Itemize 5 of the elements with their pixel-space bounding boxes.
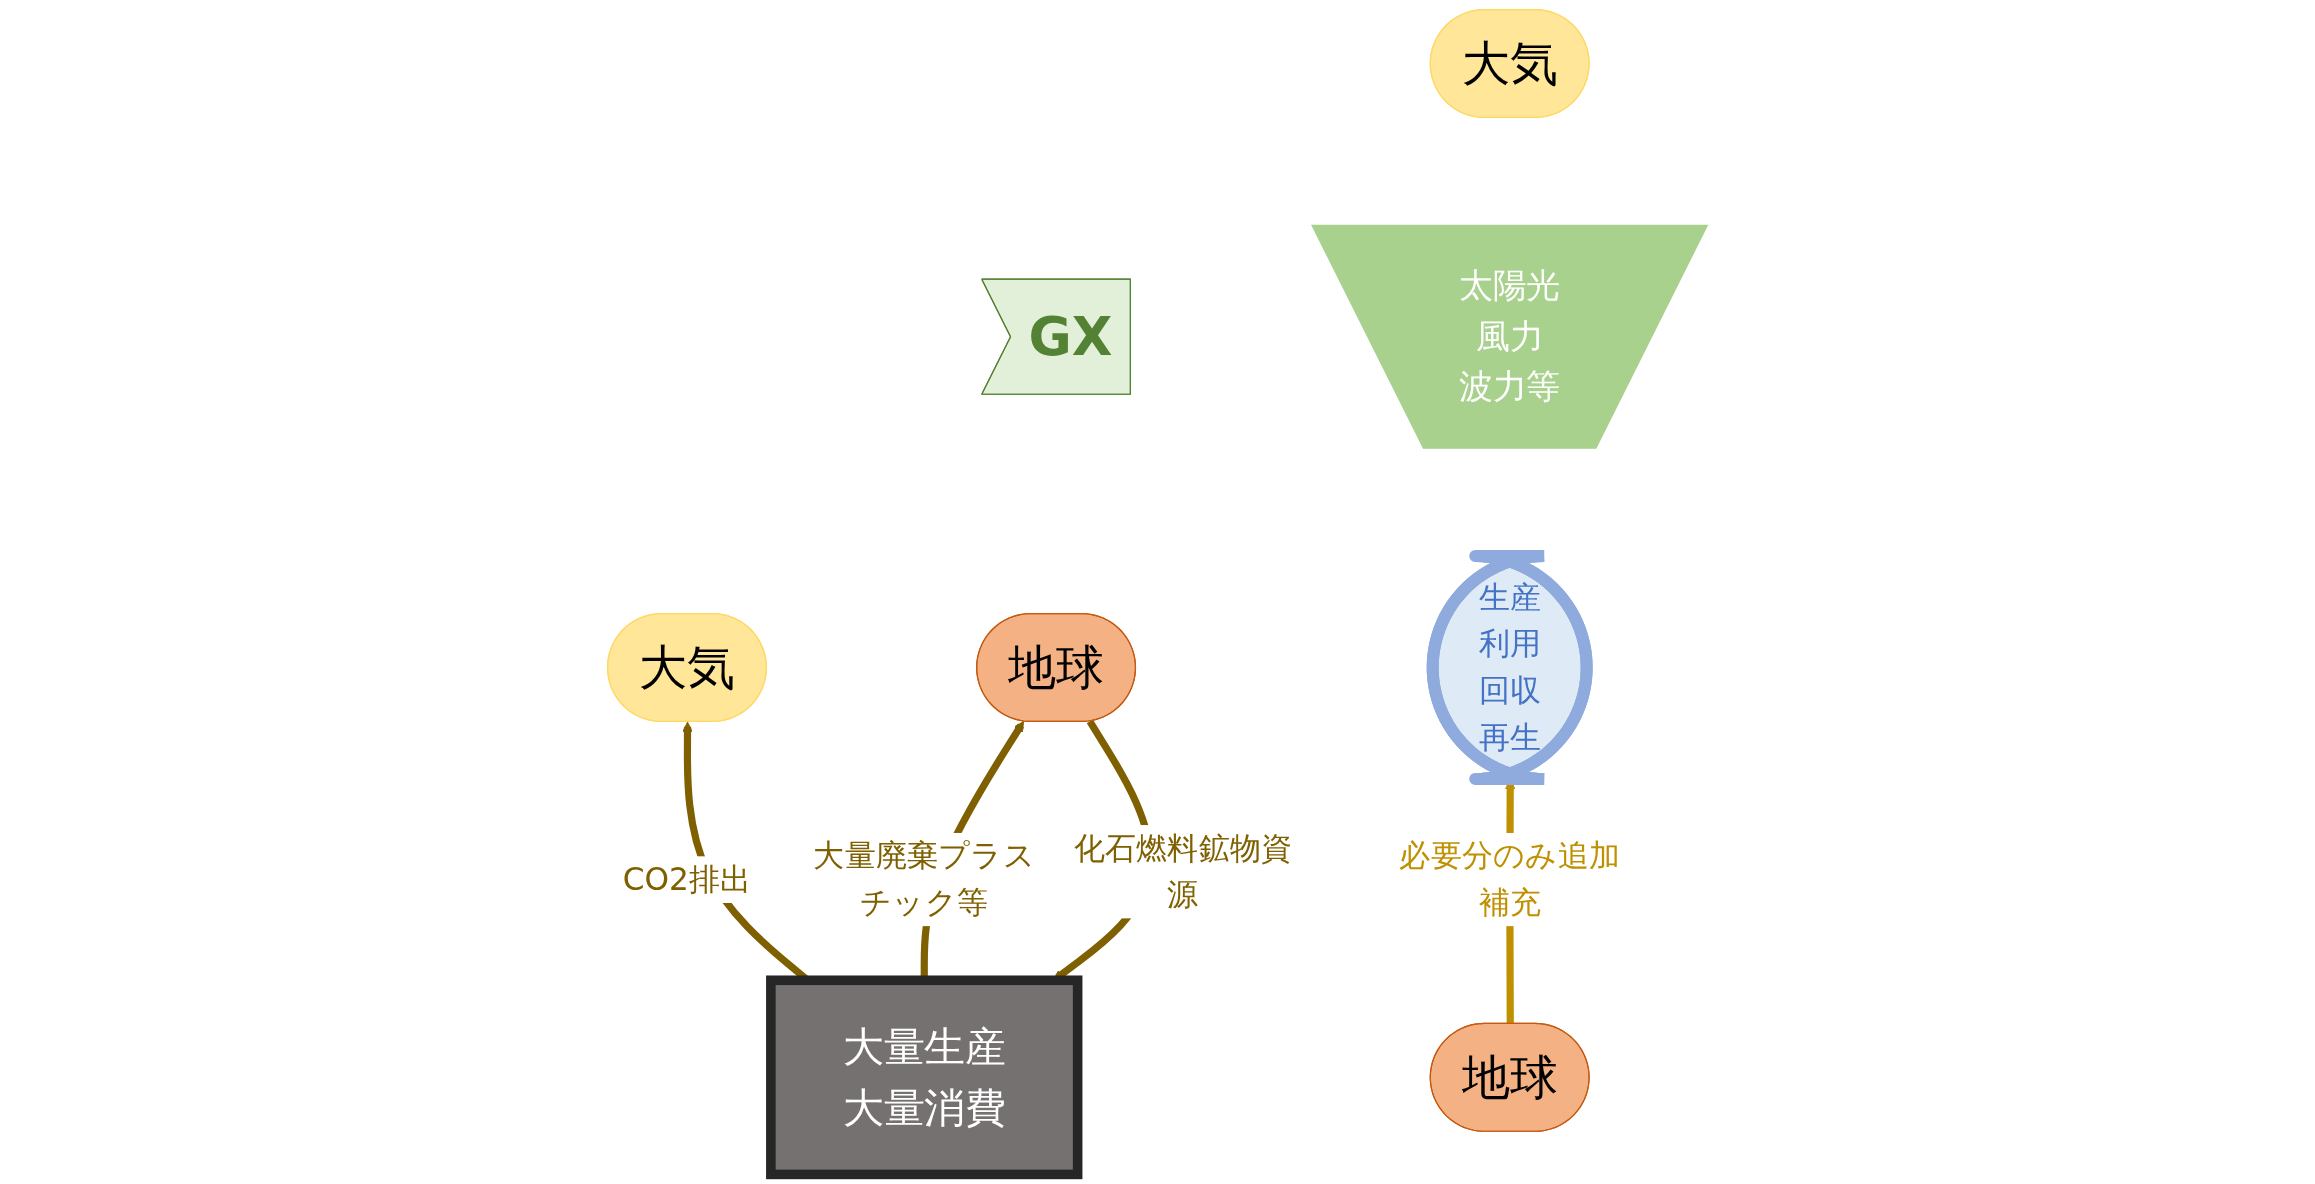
- edge-label: 化石燃料鉱物資源: [1074, 829, 1293, 913]
- edge-label: CO2排出: [622, 861, 752, 897]
- edge-label: 大量廃棄プラスチック等: [813, 837, 1036, 921]
- edge-label: 必要分のみ追加補充: [1399, 837, 1620, 921]
- node-box: 大量生産 大量消費: [766, 975, 1083, 1180]
